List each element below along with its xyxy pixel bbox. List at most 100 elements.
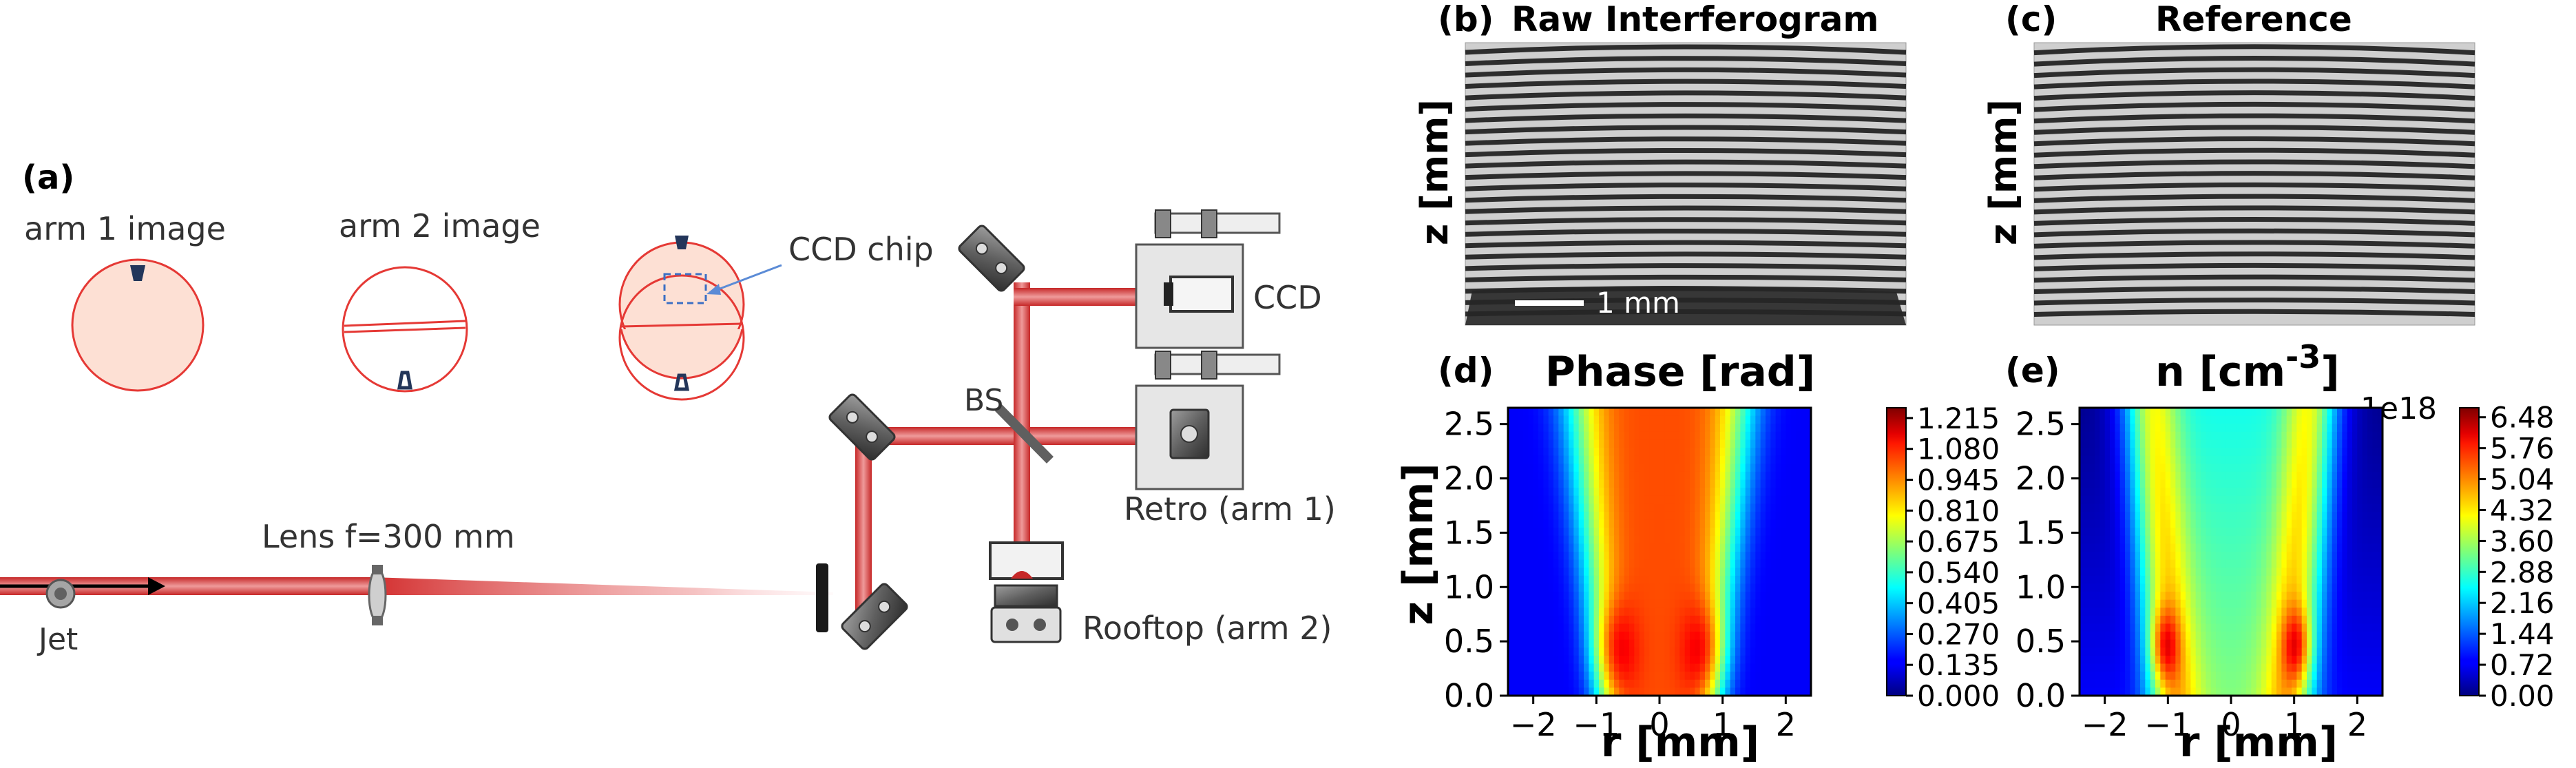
heatmap-cell: [2135, 687, 2141, 696]
heatmap-cell: [2316, 488, 2323, 497]
heatmap-cell: [1533, 655, 1539, 665]
heatmap-cell: [1609, 504, 1615, 512]
heatmap-cell: [1796, 568, 1802, 577]
fringe-line: [1465, 136, 1907, 146]
heatmap-cell: [2115, 687, 2121, 696]
heatmap-cell: [2236, 568, 2242, 577]
heatmap-cell: [1770, 479, 1777, 488]
heatmap-cell: [2236, 679, 2242, 689]
heatmap-cell: [2236, 687, 2242, 696]
heatmap-cell: [2266, 592, 2272, 601]
heatmap-cell: [1569, 647, 1575, 656]
heatmap-cell: [2095, 592, 2101, 601]
heatmap-cell: [2231, 431, 2237, 441]
heatmap-cell: [1786, 431, 1792, 441]
heatmap-cell: [2342, 672, 2348, 681]
heatmap-cell: [2155, 592, 2161, 601]
heatmap-cell: [1760, 559, 1766, 569]
heatmap-cell: [1589, 687, 1595, 696]
heatmap-cell: [1508, 632, 1514, 641]
heatmap-cell: [1634, 615, 1640, 625]
heatmap-cell: [2135, 455, 2141, 465]
heatmap-cell: [1578, 647, 1584, 656]
heatmap-cell: [2332, 535, 2338, 545]
heatmap-cell: [2186, 471, 2192, 481]
heatmap-cell: [1634, 608, 1640, 616]
heatmap-cell: [2316, 448, 2323, 457]
heatmap-cell: [2292, 415, 2298, 425]
heatmap-cell: [2180, 583, 2186, 592]
heatmap-cell: [2352, 471, 2358, 481]
heatmap-cell: [1634, 623, 1640, 632]
heatmap-cell: [1649, 424, 1655, 433]
heatmap-cell: [1513, 519, 1519, 528]
heatmap-cell: [2140, 479, 2146, 488]
heatmap-cell: [2372, 608, 2378, 616]
heatmap-cell: [2150, 431, 2156, 441]
heatmap-cell: [2210, 632, 2217, 641]
heatmap-cell: [2099, 511, 2106, 521]
heatmap-cell: [2145, 415, 2151, 425]
heatmap-cell: [2372, 424, 2378, 433]
heatmap-cell: [2332, 583, 2338, 592]
heatmap-cell: [1619, 679, 1625, 689]
heatmap-cell: [1790, 575, 1797, 585]
heatmap-cell: [1558, 655, 1564, 665]
heatmap-cell: [2140, 448, 2146, 457]
heatmap-cell: [1730, 575, 1736, 585]
heatmap-cell: [2216, 519, 2222, 528]
heatmap-cell: [2155, 424, 2161, 433]
heatmap-cell: [1619, 519, 1625, 528]
heatmap-cell: [2155, 431, 2161, 441]
heatmap-cell: [2089, 408, 2095, 417]
heatmap-cell: [2119, 431, 2126, 441]
heatmap-cell: [2104, 488, 2111, 497]
heatmap-cell: [1766, 647, 1772, 656]
heatmap-cell: [1558, 511, 1564, 521]
heatmap-cell: [2322, 559, 2328, 569]
heatmap-cell: [2201, 687, 2207, 696]
heatmap-cell: [2210, 424, 2217, 433]
heatmap-cell: [2241, 655, 2247, 665]
heatmap-cell: [2095, 552, 2101, 561]
heatmap-cell: [2231, 655, 2237, 665]
heatmap-cell: [2180, 552, 2186, 561]
heatmap-cell: [1593, 615, 1600, 625]
heatmap-cell: [2312, 647, 2318, 656]
heatmap-cell: [2372, 575, 2378, 585]
heatmap-cell: [2307, 448, 2313, 457]
heatmap-cell: [1659, 583, 1666, 592]
heatmap-cell: [2135, 647, 2141, 656]
heatmap-cell: [1553, 575, 1560, 585]
heatmap-cell: [2312, 535, 2318, 545]
heatmap-cell: [2357, 639, 2363, 649]
heatmap-cell: [2104, 511, 2111, 521]
heatmap-cell: [2095, 455, 2101, 465]
heatmap-cell: [1563, 608, 1569, 616]
heatmap-cell: [1735, 511, 1741, 521]
heatmap-cell: [2180, 568, 2186, 577]
heatmap-cell: [2190, 599, 2197, 609]
heatmap-cell: [2301, 495, 2307, 505]
heatmap-cell: [2095, 632, 2101, 641]
heatmap-cell: [1786, 583, 1792, 592]
heatmap-cell: [2140, 488, 2146, 497]
heatmap-cell: [2316, 679, 2323, 689]
heatmap-cell: [2140, 511, 2146, 521]
heatmap-cell: [2256, 439, 2262, 448]
heatmap-cell: [2266, 559, 2272, 569]
heatmap-cell: [2276, 479, 2283, 488]
heatmap-cell: [1584, 439, 1590, 448]
heatmap-cell: [2231, 424, 2237, 433]
heatmap-cell: [1786, 408, 1792, 417]
heatmap-cell: [2206, 575, 2212, 585]
heatmap-cell: [2271, 552, 2277, 561]
heatmap-cell: [2099, 663, 2106, 672]
heatmap-cell: [2089, 439, 2095, 448]
heatmap-cell: [2286, 647, 2292, 656]
heatmap-cell: [1805, 575, 1812, 585]
heatmap-cell: [2206, 439, 2212, 448]
heatmap-cell: [1599, 415, 1605, 425]
heatmap-cell: [2312, 495, 2318, 505]
heatmap-cell: [2115, 439, 2121, 448]
